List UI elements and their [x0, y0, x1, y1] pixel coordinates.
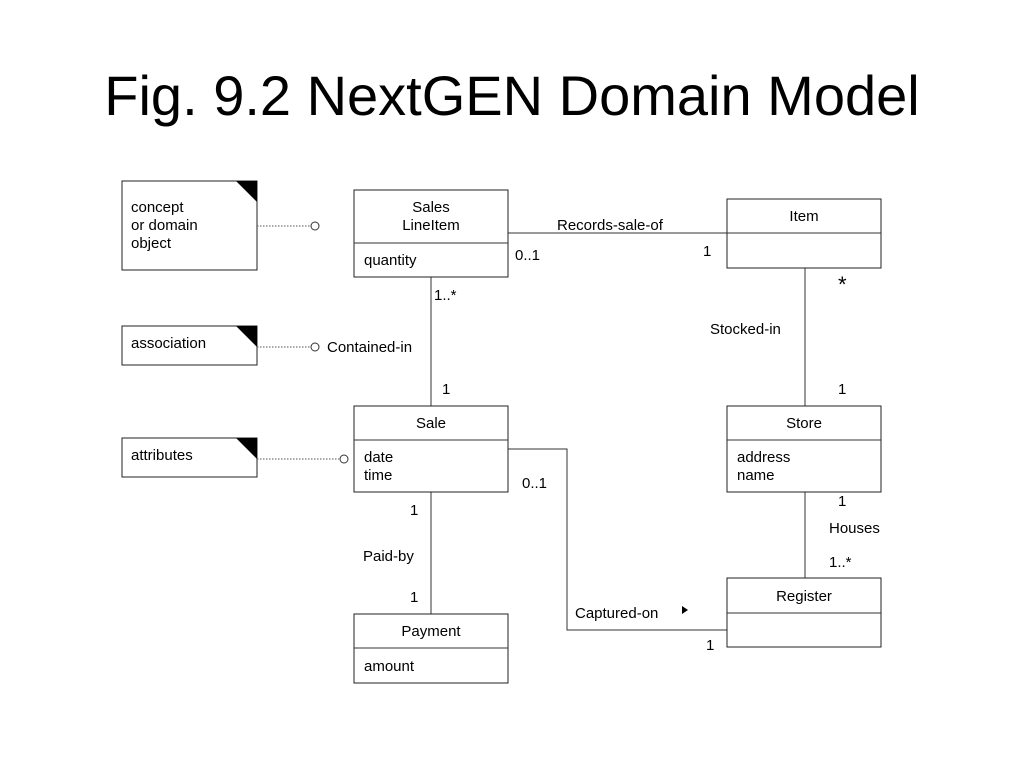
association-line-captured-on [508, 448, 727, 631]
note-concept-line: concept [131, 199, 184, 216]
multiplicity-label: 1 [703, 243, 711, 260]
multiplicity-label: 1 [706, 637, 714, 654]
association-label-houses: Houses [829, 520, 880, 537]
class-name: Register [776, 588, 832, 605]
association-label-records-sale-of: Records-sale-of [557, 217, 664, 234]
note-attributes: attributes [121, 437, 258, 478]
class-attribute: date [364, 449, 393, 466]
note-concept-line: object [131, 235, 172, 252]
multiplicity-label: 1 [838, 493, 846, 510]
multiplicity-label: 0..1 [522, 475, 547, 492]
association-label-contained-in: Contained-in [327, 339, 412, 356]
multiplicity-label: 0..1 [515, 247, 540, 264]
class-payment: Payment amount [353, 613, 509, 684]
multiplicity-label: 1 [410, 502, 418, 519]
note-corner-icon [236, 438, 257, 459]
note-concept: concept or domain object [121, 180, 258, 271]
class-name: Sale [416, 415, 446, 432]
class-attribute: amount [364, 658, 415, 675]
multiplicity-label: 1 [442, 381, 450, 398]
note-concept-line: or domain [131, 217, 198, 234]
direction-arrow-icon [682, 606, 688, 614]
page-title: Fig. 9.2 NextGEN Domain Model [104, 64, 920, 127]
note-association: association [121, 325, 258, 366]
association-label-stocked-in: Stocked-in [710, 321, 781, 338]
association-label-captured-on: Captured-on [575, 605, 658, 622]
note-corner-icon [236, 326, 257, 347]
class-name: Item [789, 208, 818, 225]
class-sales-line-item: Sales LineItem quantity [353, 189, 509, 278]
note-attributes-text: attributes [131, 447, 193, 464]
class-store: Store address name [726, 405, 882, 493]
class-attribute: address [737, 449, 790, 466]
class-sale: Sale date time [353, 405, 509, 493]
class-item: Item [726, 198, 882, 269]
multiplicity-label: 1..* [434, 287, 457, 304]
class-attribute: time [364, 467, 392, 484]
multiplicity-label: * [838, 272, 847, 297]
note-corner-icon [236, 181, 257, 202]
class-register: Register [726, 577, 882, 648]
multiplicity-label: 1 [838, 381, 846, 398]
class-name: Sales [412, 199, 450, 216]
class-attribute: name [737, 467, 775, 484]
multiplicity-label: 1..* [829, 554, 852, 571]
association-label-paid-by: Paid-by [363, 548, 414, 565]
class-name: Store [786, 415, 822, 432]
note-association-text: association [131, 335, 206, 352]
multiplicity-label: 1 [410, 589, 418, 606]
class-attribute: quantity [364, 252, 417, 269]
class-name: LineItem [402, 217, 460, 234]
class-name: Payment [401, 623, 461, 640]
